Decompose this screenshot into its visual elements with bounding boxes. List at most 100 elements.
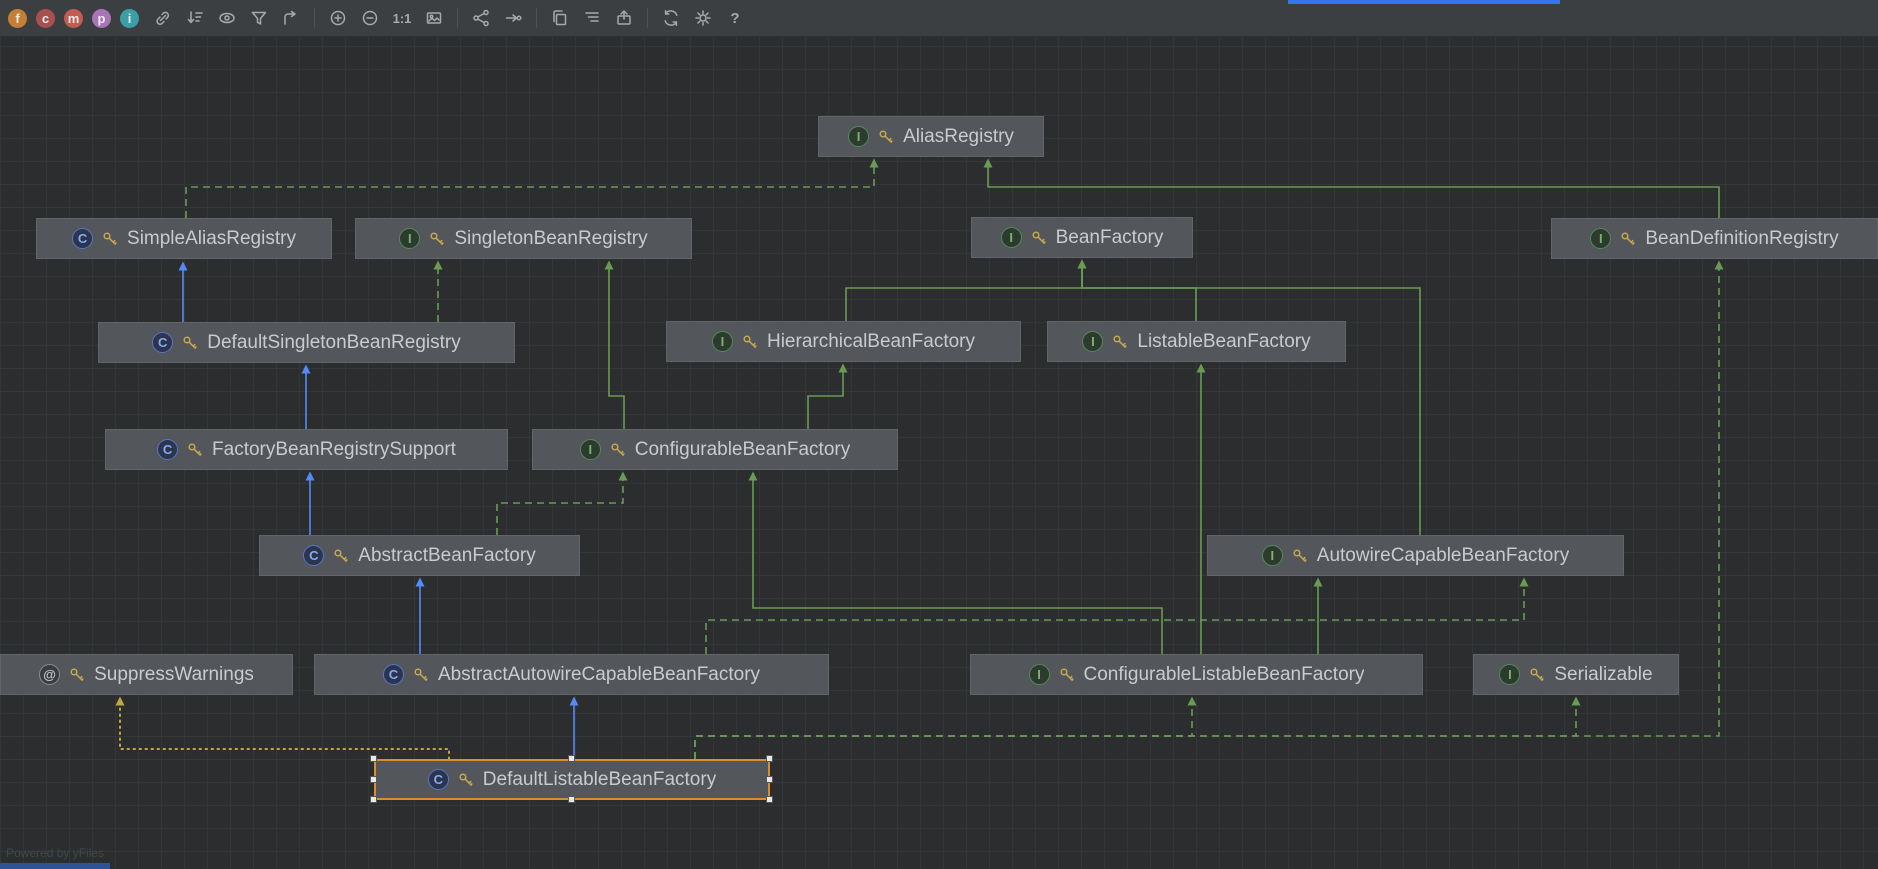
interface-icon: I — [848, 126, 870, 147]
selection-handle[interactable] — [370, 775, 377, 783]
interface-icon: I — [1000, 227, 1022, 248]
export-icon[interactable] — [610, 4, 638, 32]
interface-icon: I — [1028, 664, 1050, 685]
node-label: FactoryBeanRegistrySupport — [212, 438, 456, 460]
node-ConfigurableListableBeanFactory[interactable]: I ConfigurableListableBeanFactory — [970, 654, 1423, 695]
structure-list-icon[interactable] — [578, 4, 606, 32]
node-AutowireCapableBeanFactory[interactable]: I AutowireCapableBeanFactory — [1207, 535, 1624, 576]
edge-AutowireCapableBeanFactory-to-BeanFactory[interactable] — [1077, 259, 1421, 535]
edge-DefaultListableBeanFactory-to-ConfigurableListableBeanFactory[interactable] — [694, 696, 1197, 759]
node-Serializable[interactable]: I Serializable — [1473, 654, 1679, 695]
edge-ConfigurableBeanFactory-to-HierarchicalBeanFactory[interactable] — [807, 363, 848, 429]
link-icon[interactable] — [149, 4, 177, 32]
interface-icon: I — [711, 331, 733, 352]
annotation-icon: @ — [39, 664, 61, 685]
selection-handle[interactable] — [568, 755, 575, 762]
route-edges-icon[interactable] — [499, 4, 527, 32]
methods-toggle-icon[interactable]: m — [64, 8, 83, 28]
class-icon: C — [152, 332, 174, 353]
toolbar-separator — [647, 8, 648, 28]
key-icon — [183, 335, 198, 349]
key-icon — [459, 772, 473, 786]
selection-handle[interactable] — [370, 755, 377, 762]
key-icon — [1113, 334, 1128, 348]
node-AbstractAutowireCapableBeanFactory[interactable]: C AbstractAutowireCapableBeanFactory — [314, 654, 829, 695]
edge-bend-icon[interactable] — [277, 4, 305, 32]
node-label: Serializable — [1554, 663, 1653, 685]
settings-gear-icon[interactable] — [689, 4, 717, 32]
key-icon — [1059, 667, 1074, 681]
node-AliasRegistry[interactable]: I AliasRegistry — [818, 116, 1044, 157]
actual-size-button[interactable]: 1:1 — [388, 4, 416, 32]
zoom-in-icon[interactable] — [324, 4, 352, 32]
zoom-out-icon[interactable] — [356, 4, 384, 32]
refresh-icon[interactable] — [657, 4, 685, 32]
node-label: AbstractAutowireCapableBeanFactory — [437, 663, 761, 685]
class-icon: C — [427, 769, 449, 790]
key-icon — [103, 231, 117, 245]
selection-handle[interactable] — [766, 796, 773, 803]
fit-content-icon[interactable] — [420, 4, 448, 32]
edge-DefaultListableBeanFactory-to-Serializable[interactable] — [694, 696, 1581, 759]
interface-icon: I — [579, 439, 601, 460]
node-label: BeanDefinitionRegistry — [1645, 227, 1839, 249]
apply-layout-icon[interactable] — [467, 4, 495, 32]
node-label: ConfigurableListableBeanFactory — [1083, 663, 1365, 685]
visibility-eye-icon[interactable] — [213, 4, 241, 32]
selection-handle[interactable] — [370, 796, 377, 803]
edge-DefaultListableBeanFactory-to-SuppressWarnings[interactable] — [115, 696, 450, 760]
node-label: AliasRegistry — [903, 125, 1014, 147]
edge-ConfigurableBeanFactory-to-SingletonBeanRegistry[interactable] — [604, 260, 625, 429]
key-icon — [70, 667, 84, 681]
help-button[interactable]: ? — [721, 4, 749, 32]
key-icon — [1530, 667, 1545, 681]
edge-ConfigurableListableBeanFactory-to-ConfigurableBeanFactory[interactable] — [748, 471, 1163, 654]
copy-diagram-icon[interactable] — [546, 4, 574, 32]
selection-handle[interactable] — [766, 755, 773, 762]
inner-classes-toggle-icon[interactable]: i — [120, 8, 139, 28]
interface-icon: I — [1261, 545, 1283, 566]
node-SuppressWarnings[interactable]: @SuppressWarnings — [0, 654, 293, 695]
key-icon — [879, 129, 893, 143]
accent-line — [1288, 0, 1560, 4]
selection-handle[interactable] — [766, 775, 773, 783]
selection-handle[interactable] — [568, 796, 575, 803]
node-label: HierarchicalBeanFactory — [766, 330, 976, 352]
interface-icon: I — [1499, 664, 1521, 685]
fields-toggle-icon[interactable]: f — [8, 8, 27, 28]
edge-AbstractBeanFactory-to-ConfigurableBeanFactory[interactable] — [496, 471, 628, 535]
key-icon — [334, 548, 349, 562]
properties-toggle-icon[interactable]: p — [92, 8, 111, 28]
sort-members-icon[interactable] — [181, 4, 209, 32]
actual-size-label: 1:1 — [392, 10, 412, 26]
help-label: ? — [730, 9, 740, 27]
edge-SimpleAliasRegistry-to-AliasRegistry[interactable] — [185, 158, 879, 218]
interface-icon: I — [1082, 331, 1104, 352]
node-label: ListableBeanFactory — [1137, 330, 1311, 352]
edge-HierarchicalBeanFactory-to-BeanFactory[interactable] — [845, 259, 1087, 321]
edge-ListableBeanFactory-to-BeanFactory[interactable] — [1077, 259, 1197, 321]
node-ListableBeanFactory[interactable]: I ListableBeanFactory — [1047, 321, 1346, 362]
yfiles-watermark-bar — [0, 863, 110, 869]
filter-icon[interactable] — [245, 4, 273, 32]
constructors-toggle-icon[interactable]: c — [36, 8, 55, 28]
key-icon — [430, 231, 445, 245]
node-HierarchicalBeanFactory[interactable]: I HierarchicalBeanFactory — [666, 321, 1021, 362]
edge-AbstractAutowireCapableBeanFactory-to-AutowireCapableBeanFactory[interactable] — [705, 577, 1529, 654]
node-label: AutowireCapableBeanFactory — [1316, 544, 1570, 566]
edge-BeanDefinitionRegistry-to-AliasRegistry[interactable] — [983, 158, 1720, 218]
class-icon: C — [382, 664, 404, 685]
